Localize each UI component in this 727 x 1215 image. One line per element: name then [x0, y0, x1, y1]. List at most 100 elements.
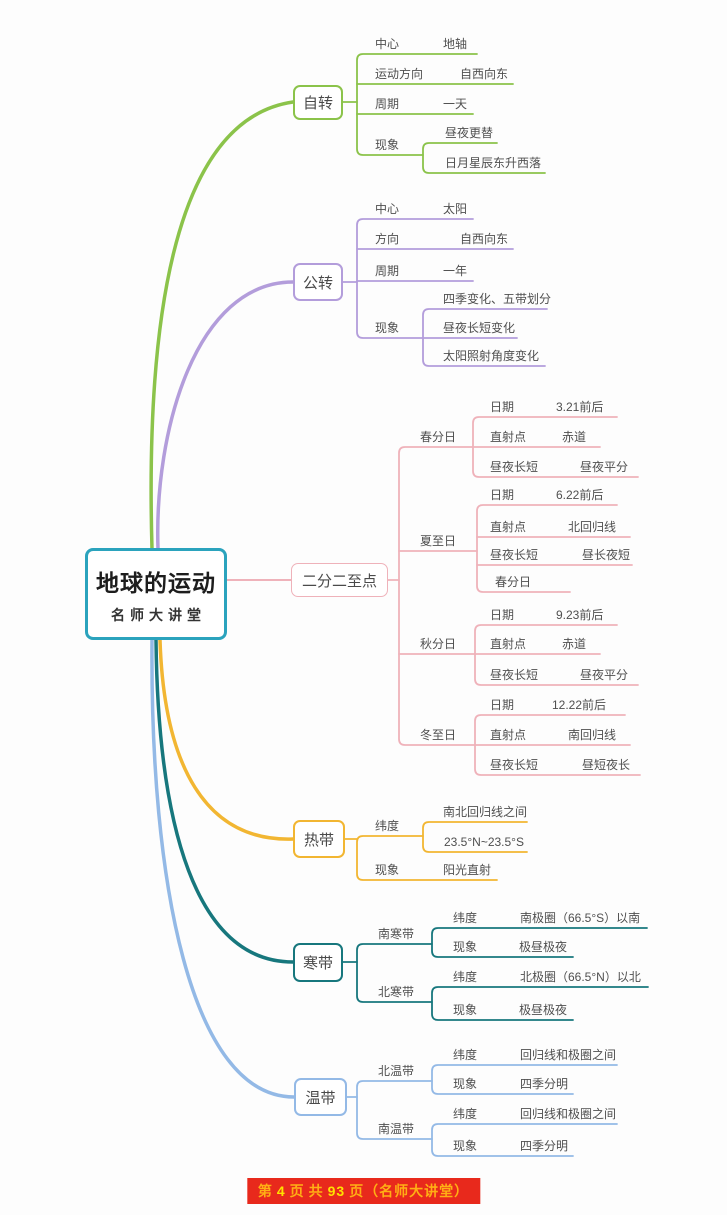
node-value: 一年 [443, 264, 468, 278]
node-value: 昼夜更替 [445, 126, 494, 140]
curve-revolution [155, 280, 295, 551]
curve-rotation [149, 100, 295, 551]
node-label: 日期 [490, 698, 515, 712]
node-value: 日月星辰东升西落 [445, 156, 542, 170]
node-value: 3.21前后 [556, 400, 604, 414]
node-value: 极昼极夜 [519, 940, 568, 954]
node-label: 现象 [375, 321, 400, 335]
node-label: 周期 [375, 97, 400, 111]
curve-frigid [154, 638, 295, 964]
node-value: 昼夜平分 [580, 668, 629, 682]
node-value: 南北回归线之间 [443, 805, 528, 819]
node-value: 6.22前后 [556, 488, 604, 502]
node-label: 现象 [375, 863, 400, 877]
node-value: 地轴 [443, 37, 468, 51]
center-subtitle: 名师大讲堂 [111, 608, 206, 624]
node-label: 纬度 [375, 819, 400, 833]
topic-rotation-label: 自转 [302, 95, 333, 112]
curve-temperate [150, 638, 296, 1099]
tropical-connectors [344, 821, 528, 881]
node-label: 日期 [490, 400, 515, 414]
node-label: 纬度 [453, 1048, 478, 1062]
footer-total-pages: 93 [327, 1183, 346, 1199]
node-value: 赤道 [562, 637, 587, 651]
node-label: 运动方向 [375, 67, 424, 81]
topic-temperate-label: 温带 [305, 1089, 336, 1107]
zone-label: 北温带 [378, 1064, 415, 1078]
node-value: 太阳照射角度变化 [443, 349, 540, 363]
node-label: 现象 [453, 1139, 478, 1153]
topic-revolution-label: 公转 [302, 274, 333, 292]
node-label: 昼夜长短 [490, 668, 539, 682]
node-value: 12.22前后 [552, 698, 607, 712]
node-value: 阳光直射 [443, 863, 492, 877]
node-label: 直射点 [490, 637, 527, 651]
node-label: 春分日 [495, 575, 532, 589]
season-label: 冬至日 [420, 728, 457, 742]
node-value: 南极圈（66.5°S）以南 [520, 911, 641, 925]
node-label: 方向 [375, 232, 400, 246]
node-value: 回归线和极圈之间 [520, 1048, 617, 1062]
node-value: 一天 [443, 97, 468, 111]
node-value: 南回归线 [568, 728, 617, 742]
zone-label: 南寒带 [378, 927, 415, 941]
topic-rotation: 自转 [293, 85, 343, 120]
zone-label: 北寒带 [378, 985, 415, 999]
node-value: 自西向东 [460, 232, 509, 246]
topic-frigid: 寒带 [293, 943, 343, 982]
node-label: 纬度 [453, 970, 478, 984]
season-label: 夏至日 [420, 534, 457, 548]
node-label: 周期 [375, 264, 400, 278]
node-label: 直射点 [490, 430, 527, 444]
node-value: 23.5°N~23.5°S [444, 835, 524, 849]
season-label: 春分日 [420, 430, 457, 444]
node-value: 四季分明 [520, 1139, 569, 1153]
topic-equinox-label: 二分二至点 [301, 572, 377, 590]
node-label: 现象 [453, 1077, 478, 1091]
curve-tropical [158, 638, 295, 841]
center-title: 地球的运动 [96, 569, 216, 596]
node-label: 现象 [453, 940, 478, 954]
node-label: 现象 [453, 1003, 478, 1017]
node-value: 北回归线 [568, 520, 617, 534]
node-value: 昼长夜短 [582, 548, 631, 562]
node-label: 日期 [490, 488, 515, 502]
footer-text: 第 [257, 1183, 273, 1199]
node-value: 赤道 [562, 430, 587, 444]
zone-label: 南温带 [378, 1122, 415, 1136]
node-label: 中心 [375, 37, 400, 51]
node-value: 四季分明 [520, 1077, 569, 1091]
topic-equinox-solstice: 二分二至点 [291, 563, 388, 597]
node-value: 回归线和极圈之间 [520, 1107, 617, 1121]
season-label: 秋分日 [420, 637, 457, 651]
node-label: 日期 [490, 608, 515, 622]
topic-tropical-label: 热带 [303, 831, 334, 849]
footer-page-number: 4 [276, 1183, 286, 1199]
node-value: 昼夜平分 [580, 460, 629, 474]
node-value: 北极圈（66.5°N）以北 [520, 970, 641, 984]
node-label: 昼夜长短 [490, 460, 539, 474]
node-label: 直射点 [490, 728, 527, 742]
node-value: 昼短夜长 [582, 758, 631, 772]
topic-tropical: 热带 [293, 820, 345, 858]
footer-text: 页（名师大讲堂） [349, 1183, 470, 1199]
footer-text: 页 [289, 1183, 305, 1199]
node-label: 现象 [375, 138, 400, 152]
node-value: 极昼极夜 [519, 1003, 568, 1017]
topic-frigid-label: 寒带 [302, 955, 333, 972]
node-value: 太阳 [443, 202, 468, 216]
footer-text: 共 [308, 1183, 324, 1199]
node-value: 昼夜长短变化 [443, 321, 516, 335]
node-value: 四季变化、五带划分 [443, 292, 552, 306]
node-label: 昼夜长短 [490, 548, 539, 562]
node-label: 直射点 [490, 520, 527, 534]
topic-revolution: 公转 [293, 263, 343, 301]
node-value: 自西向东 [460, 67, 509, 81]
node-label: 中心 [375, 202, 400, 216]
node-label: 昼夜长短 [490, 758, 539, 772]
node-label: 纬度 [453, 1107, 478, 1121]
node-value: 9.23前后 [556, 608, 604, 622]
center-topic: 地球的运动 名师大讲堂 [85, 548, 227, 640]
